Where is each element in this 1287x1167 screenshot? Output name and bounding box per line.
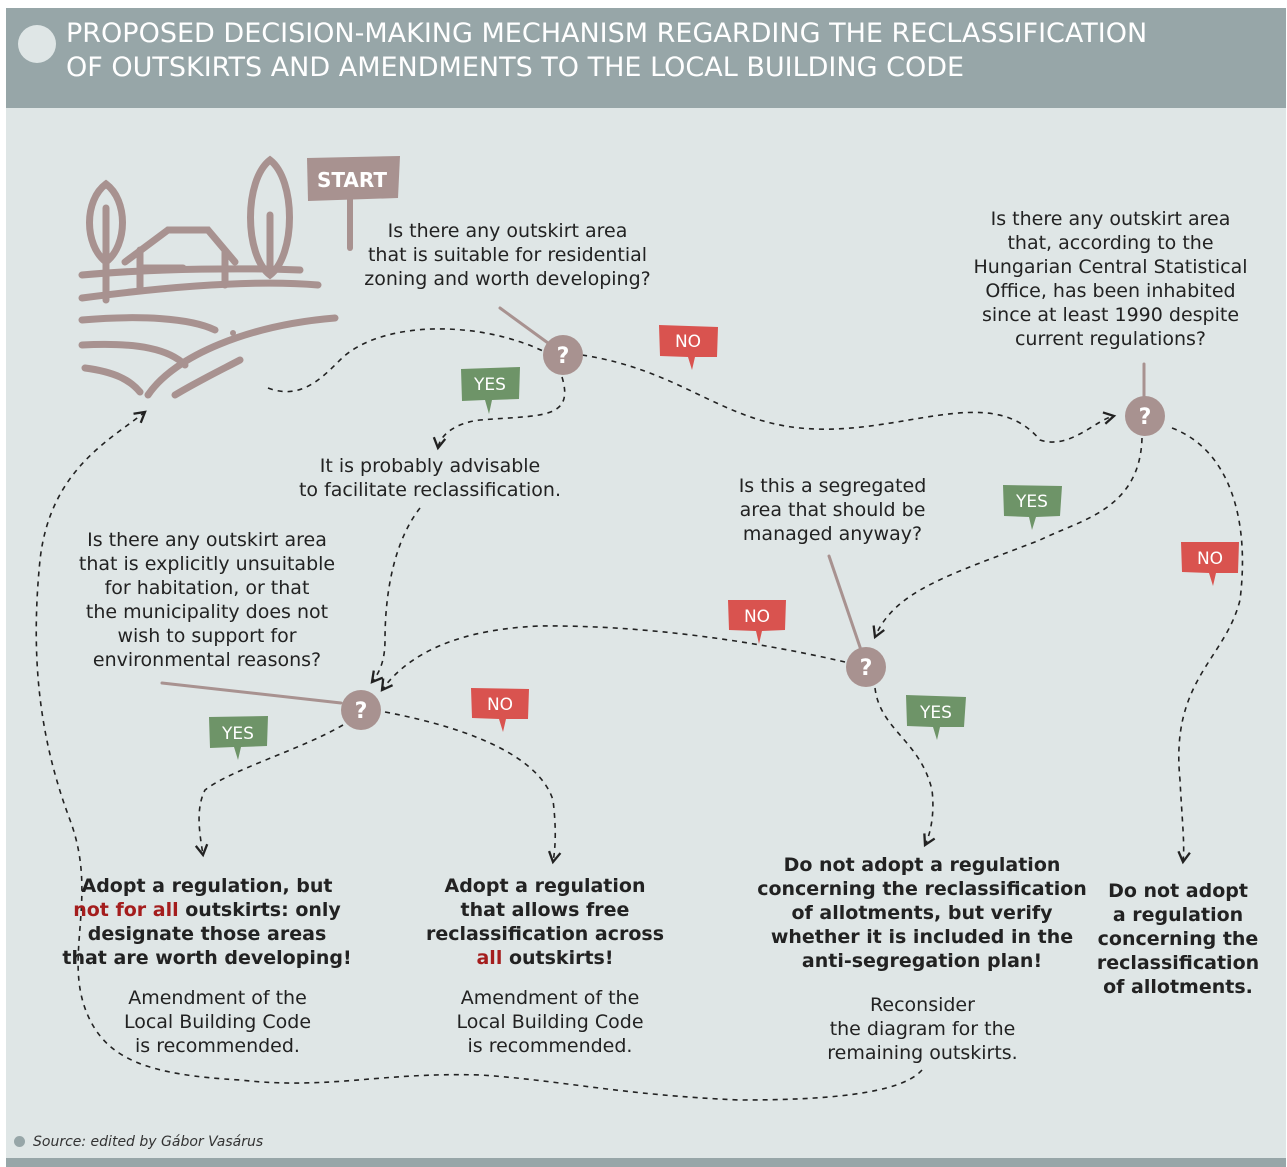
diagram-panel (6, 8, 1286, 1160)
svg-text:YES: YES (473, 375, 506, 395)
outcome-1-line-2: not for all outskirts: only (73, 899, 341, 921)
svg-text:NO: NO (744, 607, 770, 627)
intermediate-advice: It is probably advisable to facilitate r… (298, 455, 562, 501)
svg-text:NO: NO (1197, 549, 1223, 569)
no-flag-2: NO (1181, 542, 1239, 586)
page-title: PROPOSED DECISION-MAKING MECHANISM REGAR… (66, 17, 1246, 85)
source-text: Source: edited by Gábor Vasárus (33, 1134, 264, 1150)
question-pointers (160, 306, 1146, 705)
yes-flag-1: YES (461, 367, 520, 414)
no-flag-1: NO (659, 325, 718, 370)
question-4: Is there any outskirt area that is expli… (78, 529, 336, 671)
farm-landscape-icon (78, 155, 339, 399)
outcome-1: Adopt a regulation, but not for all outs… (62, 875, 352, 969)
title-bullet (18, 25, 56, 63)
bottom-bar (6, 1158, 1286, 1167)
connectors (35, 328, 1244, 1101)
question-2: Is there any outskirt area that, accordi… (973, 208, 1248, 350)
svg-text:NO: NO (675, 332, 701, 352)
start-sign: START (307, 156, 400, 251)
decision-node-3: ? (846, 647, 886, 687)
no-flag-4: NO (471, 688, 529, 732)
svg-text:NO: NO (487, 695, 513, 715)
outcome-1-note: Amendment of the Local Building Code is … (123, 987, 312, 1057)
source-note: Source: edited by Gábor Vasárus (14, 1134, 263, 1150)
svg-text:YES: YES (1015, 492, 1048, 512)
title-line-1: PROPOSED DECISION-MAKING MECHANISM REGAR… (66, 18, 1148, 49)
outcome-2: Adopt a regulation that allows free recl… (415, 874, 675, 970)
title-banner (6, 8, 1286, 108)
question-mark-icon: ? (860, 656, 873, 681)
question-mark-icon: ? (557, 344, 570, 369)
no-flag-3: NO (728, 600, 786, 644)
start-label: START (317, 168, 387, 192)
decision-node-4: ? (341, 690, 381, 730)
question-3: Is this a segregated area that should be… (738, 475, 927, 545)
yes-flag-2: YES (1003, 485, 1062, 530)
question-1: Is there any outskirt area that is suita… (364, 220, 651, 290)
source-bullet (14, 1136, 25, 1147)
decision-node-1: ? (543, 335, 583, 375)
yes-flag-4: YES (209, 716, 268, 760)
question-mark-icon: ? (355, 699, 368, 724)
decision-node-2: ? (1125, 396, 1165, 436)
yes-flag-3: YES (906, 695, 966, 740)
outcome-2-note: Amendment of the Local Building Code is … (456, 987, 644, 1057)
title-line-2: OF OUTSKIRTS AND AMENDMENTS TO THE LOCAL… (66, 52, 965, 83)
outcome-3: Do not adopt a regulation concerning the… (757, 854, 1087, 972)
svg-text:YES: YES (221, 724, 254, 744)
outcome-2-line-4: all outskirts! (476, 947, 614, 969)
svg-text:YES: YES (919, 703, 952, 723)
question-mark-icon: ? (1139, 405, 1152, 430)
outcome-3-note: Reconsider the diagram for the remaining… (827, 994, 1018, 1064)
outcome-4: Do not adopt a regulation concerning the… (1096, 880, 1260, 998)
